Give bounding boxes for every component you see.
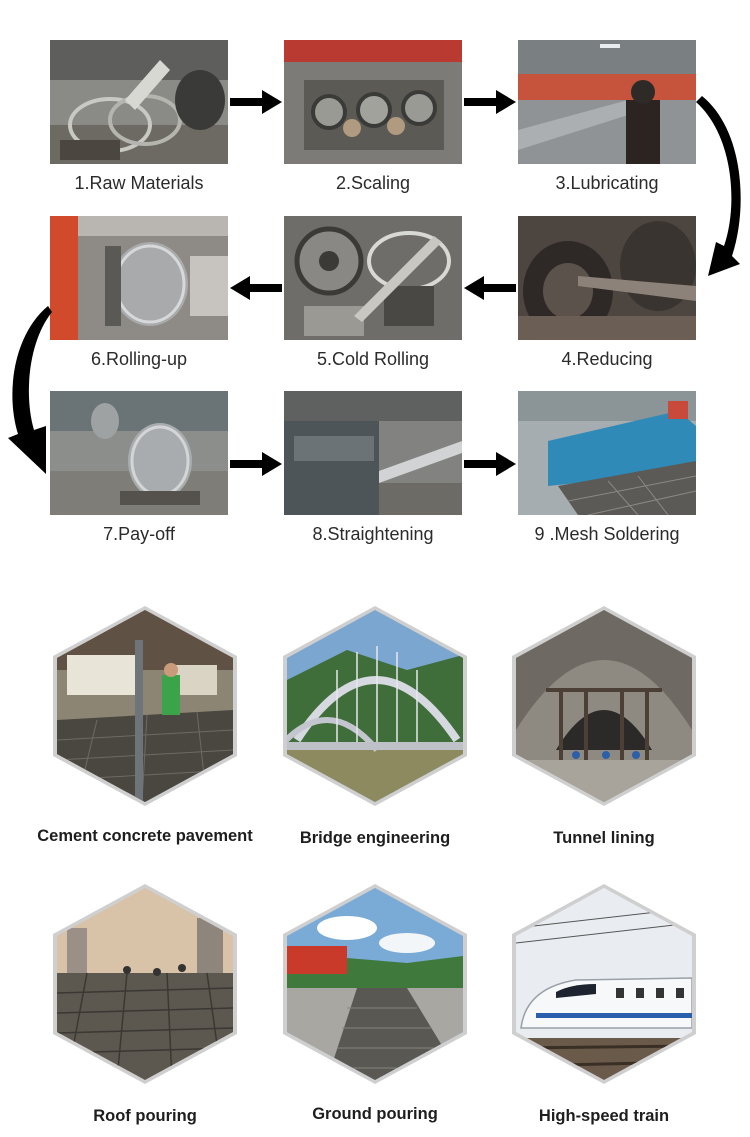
application-label: High-speed train xyxy=(538,1107,670,1125)
application-label: Ground pouring xyxy=(312,1105,438,1123)
application-cement-concrete-pavement: Cement concrete pavement xyxy=(37,606,253,845)
application-tunnel-lining: Tunnel lining xyxy=(512,606,696,847)
application-label: Roof pouring xyxy=(93,1107,197,1125)
curved-arrow-down-icon xyxy=(8,306,52,474)
application-label: Bridge engineering xyxy=(299,829,451,847)
mesh-soldering-photo xyxy=(518,391,696,515)
straightening-photo xyxy=(284,391,462,515)
application-photo xyxy=(512,606,696,806)
application-label: Tunnel lining xyxy=(553,829,655,847)
application-roof-pouring: Roof pouring xyxy=(53,884,237,1125)
application-bridge-engineering: Bridge engineering xyxy=(283,606,467,847)
raw-materials-photo xyxy=(50,40,228,164)
arrow-right-icon xyxy=(464,452,516,476)
lubricating-photo xyxy=(518,40,696,164)
step-label: 9 .Mesh Soldering xyxy=(534,524,680,544)
application-photo xyxy=(53,606,237,806)
step-label: 4.Reducing xyxy=(561,349,653,369)
application-ground-pouring: Ground pouring xyxy=(283,884,467,1123)
rolling-up-photo xyxy=(50,216,228,340)
application-photo xyxy=(53,884,237,1084)
arrow-right-icon xyxy=(230,90,282,114)
step-label: 1.Raw Materials xyxy=(74,173,204,193)
application-high-speed-train: High-speed train xyxy=(512,884,696,1125)
application-photo xyxy=(512,884,696,1084)
cold-rolling-photo xyxy=(284,216,462,340)
step-label: 8.Straightening xyxy=(312,524,434,544)
arrow-left-icon xyxy=(230,276,282,300)
step-label: 5.Cold Rolling xyxy=(316,349,430,369)
arrow-right-icon xyxy=(464,90,516,114)
reducing-photo xyxy=(518,216,696,340)
application-photo xyxy=(283,606,467,806)
arrow-left-icon xyxy=(464,276,516,300)
application-label: Cement concrete pavement xyxy=(37,827,253,845)
application-photo xyxy=(283,884,467,1084)
step-label: 6.Rolling-up xyxy=(90,349,188,369)
curved-arrow-down-icon xyxy=(696,96,741,276)
arrow-right-icon xyxy=(230,452,282,476)
step-label: 7.Pay-off xyxy=(103,524,175,544)
step-label: 3.Lubricating xyxy=(555,173,659,193)
scaling-photo xyxy=(284,40,462,164)
step-label: 2.Scaling xyxy=(335,173,411,193)
pay-off-photo xyxy=(50,391,228,515)
